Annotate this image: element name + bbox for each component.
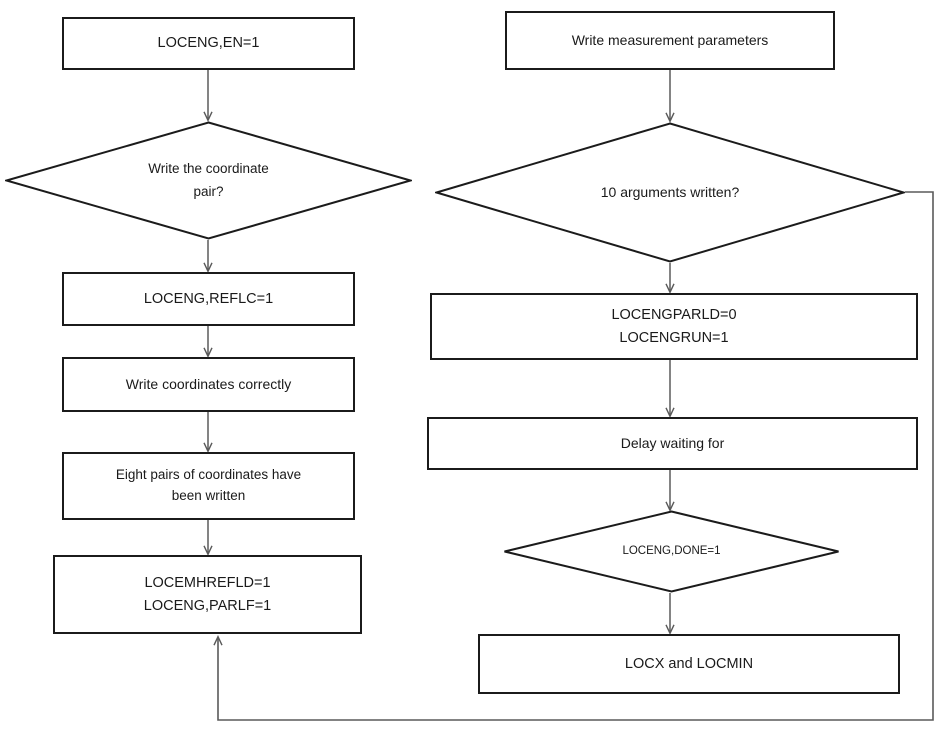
node-loceng-done-label: LOCENG,DONE=1: [622, 545, 721, 558]
node-locx-locmin[interactable]: LOCX and LOCMIN: [478, 634, 900, 694]
node-write-coords-correctly-label: Write coordinates correctly: [125, 375, 292, 392]
node-locengparld-label: LOCENGPARLD=0 LOCENGRUN=1: [611, 307, 737, 346]
node-loceng-en[interactable]: LOCENG,EN=1: [62, 17, 355, 70]
node-loceng-reflc[interactable]: LOCENG,REFLC=1: [62, 272, 355, 326]
node-write-coords-correctly[interactable]: Write coordinates correctly: [62, 357, 355, 412]
node-write-coordinate-pair[interactable]: Write the coordinate pair?: [5, 121, 412, 240]
node-delay-waiting-label: Delay waiting for: [620, 434, 725, 451]
node-locemhrefld[interactable]: LOCEMHREFLD=1 LOCENG,PARLF=1: [53, 555, 362, 634]
node-loceng-done[interactable]: LOCENG,DONE=1: [503, 510, 840, 593]
node-loceng-reflc-label: LOCENG,REFLC=1: [143, 290, 274, 307]
node-eight-pairs[interactable]: Eight pairs of coordinates have been wri…: [62, 452, 355, 520]
node-ten-arguments[interactable]: 10 arguments written?: [435, 122, 905, 263]
node-write-measurement-parameters[interactable]: Write measurement parameters: [505, 11, 835, 70]
node-eight-pairs-label: Eight pairs of coordinates have been wri…: [115, 467, 302, 503]
decision-diamond-shape: [435, 122, 905, 263]
node-delay-waiting[interactable]: Delay waiting for: [427, 417, 918, 470]
node-locengparld[interactable]: LOCENGPARLD=0 LOCENGRUN=1: [430, 293, 918, 360]
node-loceng-en-label: LOCENG,EN=1: [157, 35, 260, 52]
node-locemhrefld-label: LOCEMHREFLD=1 LOCENG,PARLF=1: [143, 575, 272, 614]
node-write-measurement-parameters-label: Write measurement parameters: [571, 31, 769, 48]
node-write-coordinate-pair-label: Write the coordinate pair?: [148, 161, 269, 199]
node-locx-locmin-label: LOCX and LOCMIN: [624, 655, 754, 672]
node-ten-arguments-label: 10 arguments written?: [600, 183, 740, 200]
decision-diamond-shape: [5, 121, 412, 240]
decision-diamond-shape: [504, 510, 839, 593]
